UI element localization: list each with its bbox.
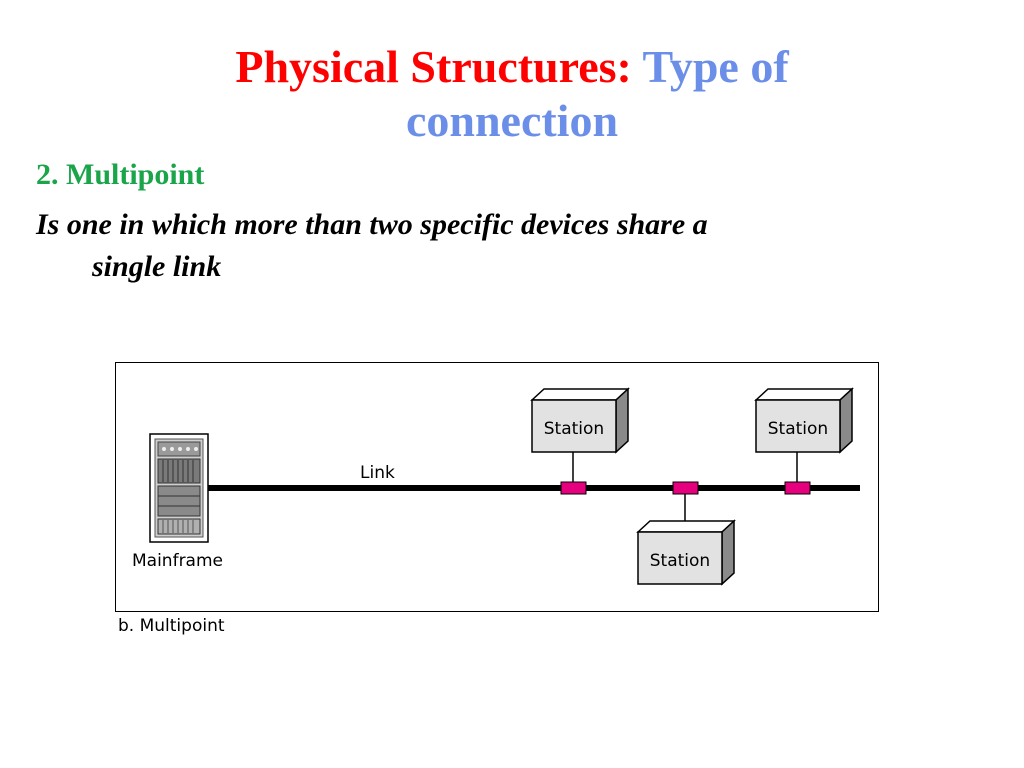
tap-connector-2: [672, 481, 699, 495]
definition-line-1: Is one in which more than two specific d…: [36, 208, 708, 241]
station-box-2: [754, 387, 854, 484]
diagram-caption: b. Multipoint: [118, 616, 225, 636]
station-label-2: Station: [768, 419, 828, 439]
title-part-blue-2: connection: [405, 95, 619, 146]
multipoint-diagram: [115, 362, 879, 612]
definition-text: Is one in which more than two specific d…: [36, 204, 996, 288]
station-label-1: Station: [544, 419, 604, 439]
link-label: Link: [360, 463, 395, 483]
tap-connector-1: [560, 481, 587, 495]
slide-title: Physical Structures: Type of connection: [0, 40, 1024, 148]
section-heading: 2. Multipoint: [36, 158, 205, 191]
station-box-1: [530, 387, 630, 484]
mainframe-icon: [149, 433, 209, 543]
station-label-3: Station: [650, 551, 710, 571]
title-part-red: Physical Structures:: [235, 41, 632, 92]
definition-line-2: single link: [92, 250, 222, 283]
tap-connector-3: [784, 481, 811, 495]
station-box-3: [636, 492, 736, 586]
title-part-blue: Type of: [642, 41, 789, 92]
mainframe-label: Mainframe: [132, 551, 223, 571]
